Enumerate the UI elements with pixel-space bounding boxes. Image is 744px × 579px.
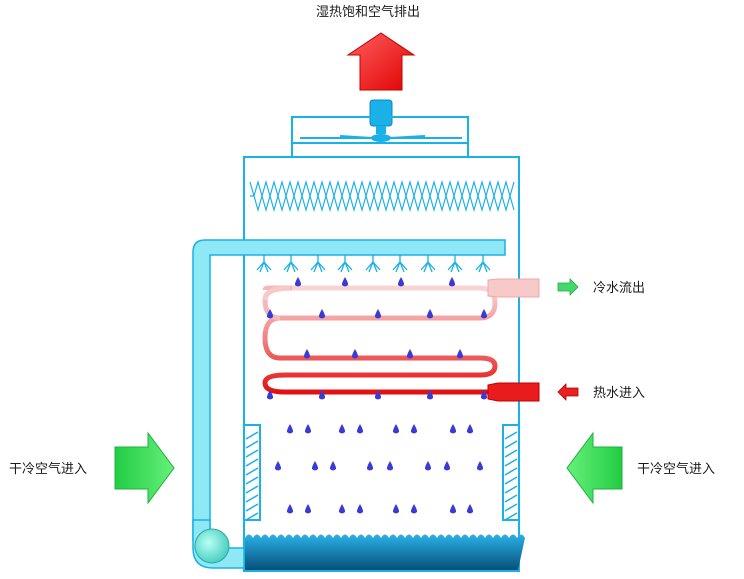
- water-droplet-icon: [304, 424, 312, 434]
- water-in-left-arrow-icon: [557, 383, 579, 401]
- water-droplet-icon: [392, 504, 400, 514]
- exhaust-up-arrow-icon: [346, 32, 416, 91]
- water-droplet-icon: [311, 461, 319, 471]
- water-droplet-icon: [274, 461, 282, 471]
- louver-blade: [504, 485, 518, 494]
- water-droplet-icon: [397, 277, 405, 287]
- louver-blade: [504, 458, 518, 467]
- louver-blade: [245, 431, 259, 440]
- drift-eliminator: [249, 179, 515, 213]
- louver-blade: [504, 431, 518, 440]
- water-droplet-icon: [266, 309, 274, 319]
- louver-blade: [245, 476, 259, 485]
- spray-nozzles: [256, 255, 491, 273]
- water-basin: [245, 534, 525, 570]
- water-droplet-icon: [466, 424, 474, 434]
- water-out-right-arrow-icon: [557, 278, 579, 296]
- water-droplet-icon: [366, 461, 374, 471]
- water-droplet-icon: [318, 390, 326, 400]
- louver-blade: [245, 467, 259, 476]
- water-droplet-icon: [386, 461, 394, 471]
- louver-blade: [245, 449, 259, 458]
- louver-blade: [504, 449, 518, 458]
- water-droplet-icon: [374, 309, 382, 319]
- water-droplet-icon: [466, 504, 474, 514]
- hot-water-inlet: [487, 382, 540, 402]
- cold-water-outlet: [487, 278, 540, 298]
- hot-water-in-label: 热水进入: [593, 386, 645, 401]
- spray-nozzle-icon: [256, 255, 272, 273]
- louver-blade: [504, 476, 518, 485]
- water-droplet-icon: [456, 349, 464, 359]
- fan-icon: [300, 99, 462, 142]
- louver-blade: [504, 440, 518, 449]
- water-droplet-icon: [266, 390, 274, 400]
- water-droplet-icon: [448, 277, 456, 287]
- water-droplet-icon: [426, 309, 434, 319]
- water-droplet-icon: [480, 390, 488, 400]
- water-droplet-icon: [341, 277, 349, 287]
- louver-blade: [504, 494, 518, 503]
- water-droplet-icon: [286, 424, 294, 434]
- louver-blade: [245, 494, 259, 503]
- water-droplet-icon: [338, 504, 346, 514]
- water-droplet-icon: [392, 424, 400, 434]
- spray-nozzle-icon: [337, 255, 353, 273]
- air-inlet-louver-left: [243, 424, 261, 521]
- louver-blade: [245, 458, 259, 467]
- water-droplet-icon: [318, 309, 326, 319]
- louver-blade: [504, 467, 518, 476]
- tower-casing: [243, 156, 520, 572]
- air-inlet-louver-right: [502, 424, 520, 521]
- heat-exchange-coil: [262, 285, 498, 395]
- right-intake-left-arrow-icon: [566, 431, 623, 505]
- spray-nozzle-icon: [475, 255, 491, 273]
- cold-water-out-label: 冷水流出: [593, 281, 645, 296]
- spray-nozzle-icon: [420, 255, 436, 273]
- water-droplet-icon: [480, 309, 488, 319]
- water-droplet-icon: [304, 504, 312, 514]
- dry-air-in-right-label: 干冷空气进入: [637, 461, 715, 477]
- water-droplet-icon: [410, 424, 418, 434]
- water-droplet-icon: [449, 424, 457, 434]
- louver-blade: [245, 485, 259, 494]
- pump-icon: [194, 528, 230, 564]
- left-intake-right-arrow-icon: [114, 431, 175, 505]
- water-droplets: [266, 277, 488, 514]
- exhaust-label: 湿热饱和空气排出: [316, 4, 420, 20]
- water-droplet-icon: [426, 390, 434, 400]
- water-droplet-icon: [286, 504, 294, 514]
- spray-nozzle-icon: [310, 255, 326, 273]
- spray-nozzle-icon: [283, 255, 299, 273]
- spray-nozzle-icon: [392, 255, 408, 273]
- water-droplet-icon: [443, 461, 451, 471]
- water-droplet-icon: [351, 349, 359, 359]
- spray-nozzle-icon: [447, 255, 463, 273]
- water-droplet-icon: [356, 424, 364, 434]
- water-droplet-icon: [303, 349, 311, 359]
- water-droplet-icon: [410, 504, 418, 514]
- louver-blade: [245, 512, 259, 521]
- water-droplet-icon: [338, 424, 346, 434]
- spray-nozzle-icon: [365, 255, 381, 273]
- water-droplet-icon: [329, 461, 337, 471]
- louver-blade: [245, 440, 259, 449]
- water-droplet-icon: [356, 504, 364, 514]
- louver-blade: [504, 503, 518, 512]
- water-droplet-icon: [449, 504, 457, 514]
- water-droplet-icon: [406, 349, 414, 359]
- louver-blade: [504, 512, 518, 521]
- water-droplet-icon: [424, 461, 432, 471]
- water-droplet-icon: [294, 277, 302, 287]
- dry-air-in-left-label: 干冷空气进入: [9, 461, 87, 477]
- water-droplet-icon: [476, 461, 484, 471]
- water-droplet-icon: [374, 390, 382, 400]
- louver-blade: [245, 503, 259, 512]
